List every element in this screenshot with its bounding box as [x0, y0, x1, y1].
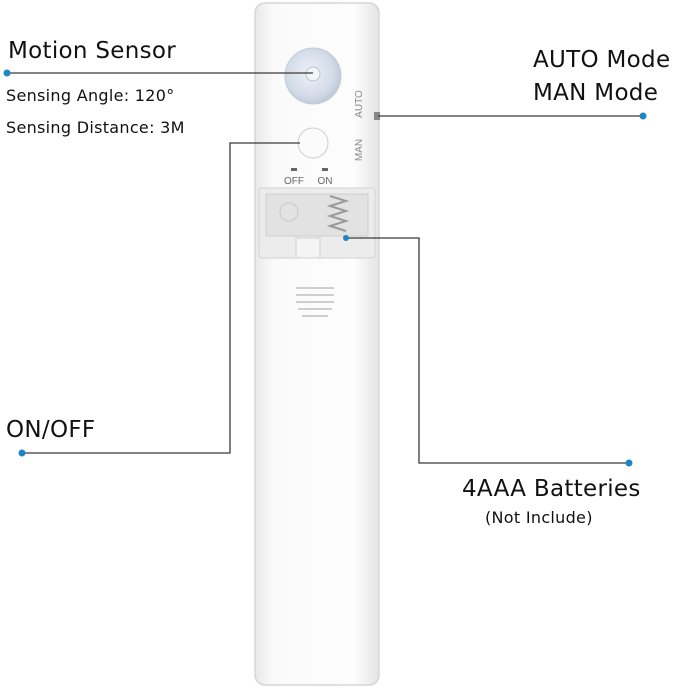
pir-sensor-center	[305, 66, 321, 82]
power-dot	[18, 449, 26, 457]
device-man-mark: MAN	[354, 139, 365, 161]
device-auto-mark: AUTO	[354, 90, 365, 118]
mode-dot	[639, 112, 647, 120]
sensing-angle-label: Sensing Angle: 120°	[6, 86, 175, 105]
plus-terminal-icon	[279, 202, 299, 222]
power-button[interactable]	[297, 127, 329, 159]
sensing-distance-label: Sensing Distance: 3M	[6, 118, 185, 137]
auto-mode-label: AUTO Mode	[533, 47, 671, 73]
device-body	[254, 2, 380, 686]
man-mode-label: MAN Mode	[533, 80, 659, 106]
battery-spring-icon	[326, 195, 350, 232]
battery-compartment-inner	[265, 193, 369, 237]
off-on-indicator-icons	[291, 168, 328, 171]
batteries-note: (Not Include)	[485, 508, 593, 527]
batteries-label: 4AAA Batteries	[462, 476, 641, 502]
device-on-mark: ON	[318, 176, 333, 187]
battery-leader	[346, 237, 629, 464]
device-off-mark: OFF	[284, 176, 304, 187]
cover-grip-icon	[296, 287, 334, 317]
motion-sensor-dot	[3, 69, 11, 77]
battery-contact-dot	[343, 235, 349, 241]
power-leader	[22, 142, 300, 454]
battery-dot	[625, 459, 633, 467]
leader-lines	[8, 72, 643, 464]
mode-switch[interactable]	[374, 112, 380, 120]
motion-sensor-title: Motion Sensor	[8, 38, 177, 64]
on-off-label: ON/OFF	[6, 417, 96, 443]
battery-latch	[295, 237, 321, 259]
leader-dots	[3, 69, 647, 467]
